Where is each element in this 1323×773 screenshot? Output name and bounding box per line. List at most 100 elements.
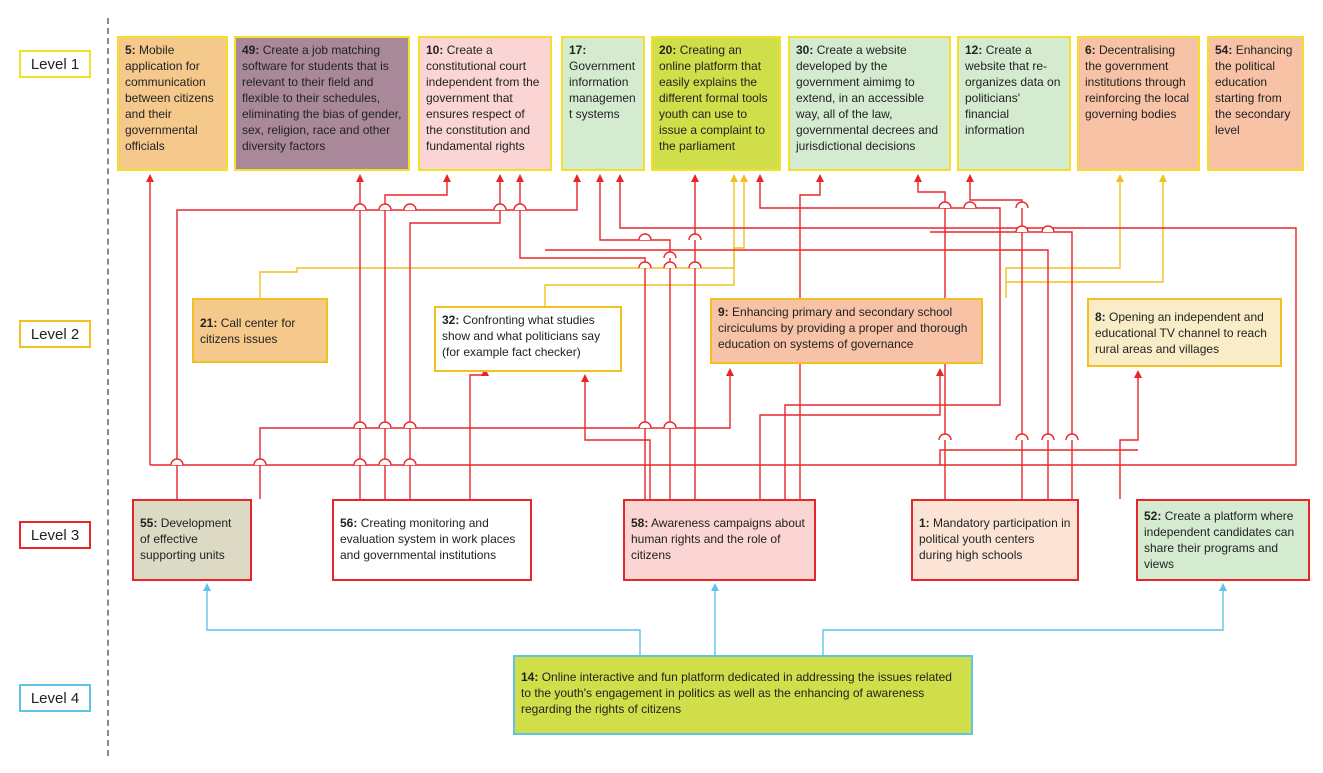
line-hop bbox=[353, 458, 367, 466]
node-6[interactable]: 6: Decentralising the government institu… bbox=[1077, 36, 1200, 171]
node-text: Confronting what studies show and what p… bbox=[442, 313, 601, 359]
connector-line bbox=[1006, 174, 1167, 283]
line-hop bbox=[663, 421, 677, 429]
line-hop bbox=[493, 203, 507, 211]
connector-line bbox=[150, 174, 1297, 466]
line-hop bbox=[688, 261, 702, 269]
level-1-label: Level 1 bbox=[19, 50, 91, 78]
connector-line bbox=[259, 368, 734, 499]
node-number: 6: bbox=[1085, 43, 1096, 57]
node-number: 58: bbox=[631, 516, 649, 530]
connector-line bbox=[203, 583, 641, 655]
line-hop bbox=[1015, 433, 1029, 441]
node-text: Create a website that re-organizes data … bbox=[965, 43, 1061, 137]
node-number: 14: bbox=[521, 670, 539, 684]
connector-line bbox=[1005, 174, 1124, 298]
line-hop bbox=[663, 261, 677, 269]
connector-line bbox=[939, 449, 1138, 465]
connector-line bbox=[409, 174, 504, 499]
node-text: Creating an online platform that easily … bbox=[659, 43, 768, 153]
line-hop bbox=[253, 458, 267, 466]
connector-line bbox=[384, 174, 451, 499]
node-55[interactable]: 55: Development of effective supporting … bbox=[132, 499, 252, 581]
node-number: 52: bbox=[1144, 509, 1162, 523]
line-hop bbox=[1015, 225, 1029, 233]
node-9[interactable]: 9: Enhancing primary and secondary schoo… bbox=[710, 298, 983, 364]
line-hop bbox=[403, 458, 417, 466]
node-number: 8: bbox=[1095, 310, 1106, 324]
connector-line bbox=[516, 174, 646, 499]
node-text: Opening an independent and educational T… bbox=[1095, 310, 1267, 356]
connector-line bbox=[469, 368, 489, 499]
line-hop bbox=[638, 261, 652, 269]
connector-line bbox=[259, 174, 748, 298]
line-hop bbox=[403, 421, 417, 429]
node-text: Create a website developed by the govern… bbox=[796, 43, 939, 153]
node-text: Create a constitutional court independen… bbox=[426, 43, 540, 153]
connector-line bbox=[545, 249, 1049, 499]
node-number: 17: bbox=[569, 43, 587, 57]
node-56[interactable]: 56: Creating monitoring and evaluation s… bbox=[332, 499, 532, 581]
line-hop bbox=[513, 203, 527, 211]
connector-line bbox=[784, 380, 1001, 499]
node-number: 20: bbox=[659, 43, 677, 57]
node-14[interactable]: 14: Online interactive and fun platform … bbox=[513, 655, 973, 735]
connector-line bbox=[1119, 370, 1142, 499]
node-49[interactable]: 49: Create a job matching software for s… bbox=[234, 36, 410, 171]
line-hop bbox=[378, 458, 392, 466]
node-number: 5: bbox=[125, 43, 136, 57]
connector-line bbox=[596, 174, 671, 499]
line-hop bbox=[638, 421, 652, 429]
node-21[interactable]: 21: Call center for citizens issues bbox=[192, 298, 328, 363]
node-text: Government information managemen t syste… bbox=[569, 59, 636, 121]
node-number: 30: bbox=[796, 43, 814, 57]
node-text: Creating monitoring and evaluation syste… bbox=[340, 516, 516, 562]
node-number: 21: bbox=[200, 316, 218, 330]
line-hop bbox=[663, 251, 677, 259]
node-12[interactable]: 12: Create a website that re-organizes d… bbox=[957, 36, 1071, 171]
node-text: Awareness campaigns about human rights a… bbox=[631, 516, 805, 562]
node-1[interactable]: 1: Mandatory participation in political … bbox=[911, 499, 1079, 581]
node-number: 56: bbox=[340, 516, 358, 530]
node-54[interactable]: 54: Enhancing the political education st… bbox=[1207, 36, 1304, 171]
node-5[interactable]: 5: Mobile application for communication … bbox=[117, 36, 228, 171]
node-number: 54: bbox=[1215, 43, 1233, 57]
node-number: 10: bbox=[426, 43, 444, 57]
connector-line bbox=[759, 368, 944, 499]
node-number: 12: bbox=[965, 43, 983, 57]
dashed-divider bbox=[107, 18, 109, 756]
line-hop bbox=[638, 233, 652, 241]
node-text: Create a job matching software for stude… bbox=[242, 43, 402, 153]
node-8[interactable]: 8: Opening an independent and educationa… bbox=[1087, 298, 1282, 367]
node-text: Online interactive and fun platform dedi… bbox=[521, 670, 952, 716]
line-hop bbox=[170, 458, 184, 466]
level-3-label: Level 3 bbox=[19, 521, 91, 549]
node-text: Development of effective supporting unit… bbox=[140, 516, 232, 562]
node-52[interactable]: 52: Create a platform where independent … bbox=[1136, 499, 1310, 581]
node-number: 55: bbox=[140, 516, 158, 530]
node-number: 49: bbox=[242, 43, 260, 57]
node-17[interactable]: 17: Government information managemen t s… bbox=[561, 36, 645, 171]
line-hop bbox=[938, 433, 952, 441]
node-10[interactable]: 10: Create a constitutional court indepe… bbox=[418, 36, 552, 171]
line-hop bbox=[403, 203, 417, 211]
connector-line bbox=[176, 174, 581, 499]
line-hop bbox=[378, 203, 392, 211]
node-number: 32: bbox=[442, 313, 460, 327]
connector-line bbox=[756, 174, 1001, 380]
line-hop bbox=[1041, 433, 1055, 441]
node-58[interactable]: 58: Awareness campaigns about human righ… bbox=[623, 499, 816, 581]
node-30[interactable]: 30: Create a website developed by the go… bbox=[788, 36, 951, 171]
node-text: Call center for citizens issues bbox=[200, 316, 296, 346]
connector-line bbox=[930, 231, 1073, 499]
connector-line bbox=[822, 583, 1227, 655]
node-text: Mandatory participation in political you… bbox=[919, 516, 1071, 562]
line-hop bbox=[1065, 433, 1079, 441]
node-20[interactable]: 20: Creating an online platform that eas… bbox=[651, 36, 781, 171]
level-2-label: Level 2 bbox=[19, 320, 91, 348]
line-hop bbox=[378, 421, 392, 429]
line-hop bbox=[1015, 201, 1029, 209]
node-text: Decentralising the government institutio… bbox=[1085, 43, 1190, 121]
node-32[interactable]: 32: Confronting what studies show and wh… bbox=[434, 306, 622, 372]
line-hop bbox=[1041, 225, 1055, 233]
